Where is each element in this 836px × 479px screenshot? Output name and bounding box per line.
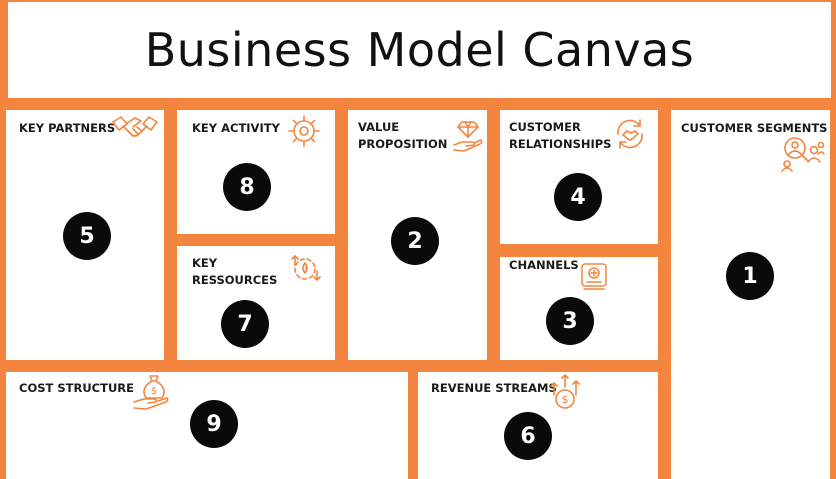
- block-label: CUSTOMER SEGMENTS: [681, 121, 828, 135]
- block-key-activity: KEY ACTIVITY 8: [177, 110, 335, 234]
- block-label: VALUE PROPOSITION: [358, 119, 447, 153]
- revenue-growth-icon: $: [548, 373, 582, 411]
- resources-icon: [287, 251, 323, 285]
- block-label-line: KEY RESSOURCES: [192, 256, 278, 287]
- block-label: KEY RESSOURCES: [192, 255, 277, 289]
- number-badge: 7: [221, 300, 269, 348]
- number-badge: 8: [223, 163, 271, 211]
- number-badge: 5: [63, 212, 111, 260]
- block-customer-segments: CUSTOMER SEGMENTS 1: [671, 110, 830, 479]
- customer-search-icon: [781, 134, 825, 172]
- number-badge: 3: [546, 297, 594, 345]
- handshake-cycle-icon: [612, 116, 648, 152]
- money-bag-hand-icon: $: [132, 372, 174, 412]
- number-badge: 1: [726, 252, 774, 300]
- block-value-proposition: VALUE PROPOSITION 2: [348, 110, 487, 360]
- block-cost-structure: COST STRUCTURE $ 9: [6, 372, 408, 479]
- block-label: KEY ACTIVITY: [192, 121, 280, 135]
- gear-icon: [287, 114, 321, 148]
- svg-text:$: $: [151, 386, 157, 397]
- svg-text:$: $: [562, 393, 569, 406]
- block-label: CHANNELS: [509, 258, 579, 272]
- block-label: COST STRUCTURE: [19, 381, 134, 395]
- block-key-partners: KEY PARTNERS 5: [6, 110, 164, 360]
- handshake-icon: [111, 112, 159, 146]
- block-label: REVENUE STREAMS: [431, 381, 557, 395]
- block-channels: CHANNELS 3: [500, 257, 658, 360]
- block-label-line: VALUE PROPOSITION: [358, 120, 448, 151]
- number-badge: 4: [554, 173, 602, 221]
- number-badge: 9: [190, 400, 238, 448]
- block-label: KEY PARTNERS: [19, 121, 116, 135]
- block-label: CUSTOMER RELATIONSHIPS: [509, 119, 611, 153]
- title-panel: Business Model Canvas: [8, 2, 831, 98]
- block-key-ressources: KEY RESSOURCES 7: [177, 246, 335, 360]
- block-label-line: CUSTOMER RELATIONSHIPS: [509, 120, 612, 151]
- page-title: Business Model Canvas: [144, 23, 695, 77]
- diamond-hand-icon: [452, 118, 486, 154]
- block-customer-relationships: CUSTOMER RELATIONSHIPS 4: [500, 110, 658, 244]
- number-badge: 6: [504, 412, 552, 460]
- channels-icon: [578, 260, 610, 292]
- block-revenue-streams: REVENUE STREAMS $ 6: [418, 372, 658, 479]
- number-badge: 2: [391, 217, 439, 265]
